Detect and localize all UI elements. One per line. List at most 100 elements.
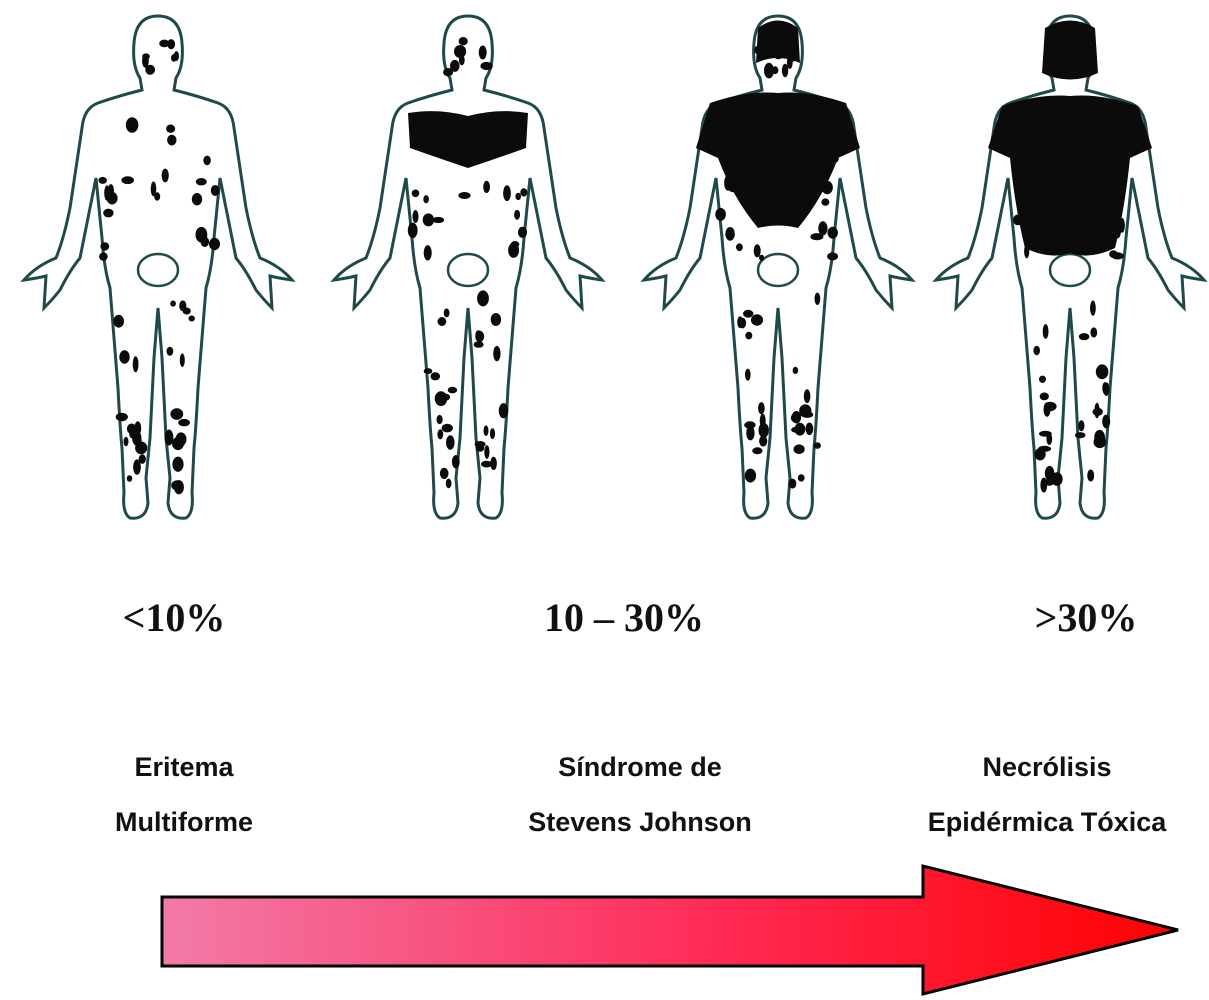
lesion-spot [135, 442, 147, 455]
lesion-spot [751, 194, 761, 201]
lesion-spot [437, 429, 443, 439]
lesion-spot [1102, 415, 1110, 429]
lesion-spot [113, 315, 124, 328]
lesion-spot [483, 181, 490, 193]
lesion-spot [167, 135, 176, 146]
lesion-spot [413, 210, 419, 223]
lesion-spot [1078, 420, 1084, 431]
groin-outline [448, 254, 488, 286]
lesion-spot [1111, 252, 1123, 259]
lesion-spot [1096, 364, 1109, 379]
lesion-spot [183, 308, 191, 315]
lesion-spot [139, 454, 146, 464]
lesion-spot [459, 37, 468, 45]
lesion-spot [126, 117, 139, 133]
lesion-spot [1033, 346, 1040, 355]
lesion-spot [758, 402, 765, 414]
lesion-spot [1029, 173, 1035, 179]
lesion-spot [446, 435, 455, 450]
lesion-spot [760, 414, 766, 428]
lesion-spot [1023, 156, 1032, 165]
lesion-spot [1051, 53, 1060, 64]
lesion-spot [804, 389, 811, 403]
severity-arrow [150, 860, 1190, 1000]
lesion-spot [1069, 139, 1081, 148]
lesion-spot [171, 54, 177, 62]
condition-line-2: Stevens Johnson [528, 795, 752, 850]
condition-line-2: Epidérmica Tóxica [928, 795, 1167, 850]
lesion-spot [107, 192, 118, 205]
lesion-spot [782, 64, 788, 78]
lesion-spot [1024, 244, 1029, 258]
lesion-spot [743, 113, 754, 128]
lesion-spot [438, 317, 447, 326]
lesion-spot [491, 313, 501, 326]
lesion-spot [514, 210, 520, 220]
lesion-spots [98, 39, 220, 494]
lesion-spot [196, 227, 208, 243]
lesion-spot [511, 241, 520, 248]
lesion-spot [499, 403, 509, 418]
lesion-spot [773, 46, 784, 60]
body-outline [334, 16, 602, 518]
arrow-shape [162, 866, 1178, 994]
lesion-spot [166, 125, 175, 133]
lesion-spot [1094, 436, 1107, 448]
lesion-spot [431, 372, 441, 380]
body-figure-ten-back [930, 8, 1209, 548]
lesion-spot [1109, 178, 1117, 187]
lesion-spot [189, 316, 195, 322]
lesion-spot [1046, 433, 1052, 445]
body-figure-erythema-multiforme [18, 8, 298, 548]
lesion-spot [789, 54, 796, 62]
lesion-spot [437, 415, 443, 424]
lesion-spot [520, 188, 527, 196]
lesion-spot [467, 153, 475, 161]
lesion-spot [737, 316, 743, 328]
groin-outline [1050, 254, 1090, 286]
lesion-spot [145, 65, 155, 75]
lesion-spot [203, 156, 211, 166]
lesion-spot [818, 221, 827, 235]
lesion-spot [440, 468, 449, 479]
lesion-spot [442, 424, 453, 433]
lesion-spot [165, 430, 174, 446]
lesion-spot [1087, 217, 1098, 224]
lesion-spot [745, 332, 752, 340]
lesion-spot [458, 192, 470, 199]
body-outline-path [334, 16, 602, 518]
lesion-spot [759, 255, 764, 261]
lesion-spot [754, 45, 764, 54]
lesion-spot [424, 368, 433, 374]
lesion-spot [162, 169, 169, 183]
lesion-spot [1120, 218, 1125, 233]
lesion-spot [1090, 327, 1097, 337]
body-figure-ten-front [638, 8, 918, 548]
lesion-spot [127, 475, 133, 482]
lesion-spots [408, 37, 528, 488]
lesion-spot [490, 428, 495, 439]
lesion-spot [1076, 56, 1088, 72]
lesion-spot [475, 441, 486, 448]
lesion-spot [515, 193, 521, 200]
lesion-spot [99, 252, 108, 260]
lesion-spot [444, 308, 450, 317]
body-outline [24, 16, 292, 518]
lesion-spot [1108, 207, 1118, 218]
lesion-spot [121, 176, 134, 184]
lesion-spot [754, 244, 761, 257]
head-lesion-area [1042, 21, 1098, 80]
condition-line-1: Síndrome de [528, 740, 752, 795]
lesion-spot [789, 479, 797, 489]
lesion-spot [752, 447, 762, 454]
lesion-spot [745, 369, 751, 381]
body-figure-stevens-johnson [328, 8, 608, 548]
lesion-spot [806, 423, 814, 436]
lesion-spot [211, 185, 220, 196]
percent-label-2: 10 – 30% [544, 594, 704, 641]
lesion-spot [715, 208, 726, 221]
lesion-spot [1017, 191, 1026, 206]
lesion-spot [459, 55, 465, 65]
lesion-spot [1013, 215, 1022, 226]
lesion-spot [170, 408, 183, 420]
